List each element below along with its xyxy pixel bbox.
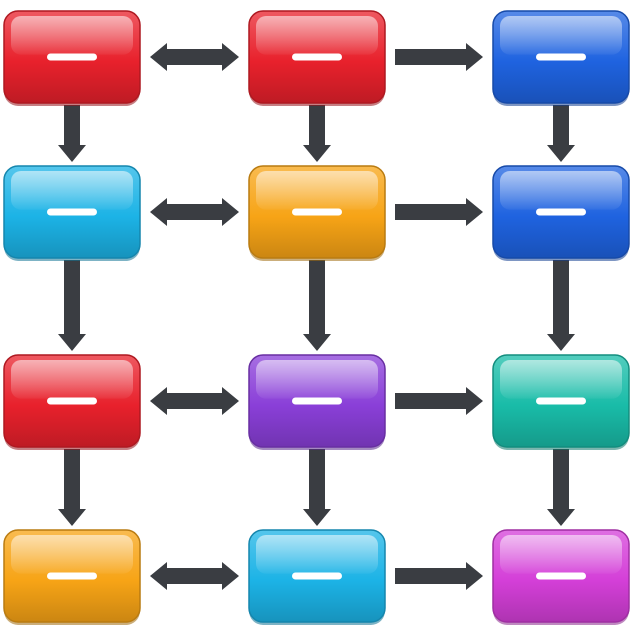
- arrow-r1c1-to-r2c1: [58, 105, 86, 162]
- node-gloss: [500, 171, 622, 210]
- minus-icon: [536, 397, 586, 405]
- minus-icon: [47, 208, 97, 216]
- node-r4c1: [3, 529, 141, 625]
- minus-icon: [47, 572, 97, 580]
- minus-icon: [536, 208, 586, 216]
- minus-icon: [292, 53, 342, 61]
- arrow-r3c2-to-r4c2: [303, 449, 331, 526]
- arrow-r2c3-to-r3c3: [547, 260, 575, 351]
- node-r2c3: [492, 165, 630, 261]
- double-arrow-r4c1-to-r4c2: [150, 562, 239, 590]
- node-gloss: [256, 16, 378, 55]
- node-r2c1: [3, 165, 141, 261]
- node-layer: [3, 10, 630, 625]
- arrow-r3c1-to-r4c1: [58, 449, 86, 526]
- minus-icon: [292, 572, 342, 580]
- arrow-r1c3-to-r2c3: [547, 105, 575, 162]
- node-gloss: [500, 535, 622, 574]
- arrow-r2c2-to-r3c2: [303, 260, 331, 351]
- minus-icon: [536, 53, 586, 61]
- node-gloss: [11, 171, 133, 210]
- arrow-r3c3-to-r4c3: [547, 449, 575, 526]
- node-gloss: [11, 360, 133, 399]
- arrow-r1c2-to-r2c2: [303, 105, 331, 162]
- minus-icon: [292, 397, 342, 405]
- minus-icon: [292, 208, 342, 216]
- node-r1c1: [3, 10, 141, 106]
- node-gloss: [256, 171, 378, 210]
- node-r4c2: [248, 529, 386, 625]
- minus-icon: [47, 397, 97, 405]
- node-gloss: [500, 360, 622, 399]
- arrow-r2c2-to-r2c3: [395, 198, 483, 226]
- node-gloss: [500, 16, 622, 55]
- node-gloss: [11, 535, 133, 574]
- connector-layer: [58, 43, 575, 590]
- node-r2c2: [248, 165, 386, 261]
- minus-icon: [47, 53, 97, 61]
- node-r3c3: [492, 354, 630, 450]
- arrow-r4c2-to-r4c3: [395, 562, 483, 590]
- node-r1c3: [492, 10, 630, 106]
- node-r3c1: [3, 354, 141, 450]
- double-arrow-r1c1-to-r1c2: [150, 43, 239, 71]
- arrow-r2c1-to-r3c1: [58, 260, 86, 351]
- node-r3c2: [248, 354, 386, 450]
- arrow-r3c2-to-r3c3: [395, 387, 483, 415]
- minus-icon: [536, 572, 586, 580]
- node-gloss: [256, 535, 378, 574]
- node-r4c3: [492, 529, 630, 625]
- node-r1c2: [248, 10, 386, 106]
- arrow-r1c2-to-r1c3: [395, 43, 483, 71]
- node-gloss: [11, 16, 133, 55]
- node-gloss: [256, 360, 378, 399]
- double-arrow-r3c1-to-r3c2: [150, 387, 239, 415]
- double-arrow-r2c1-to-r2c2: [150, 198, 239, 226]
